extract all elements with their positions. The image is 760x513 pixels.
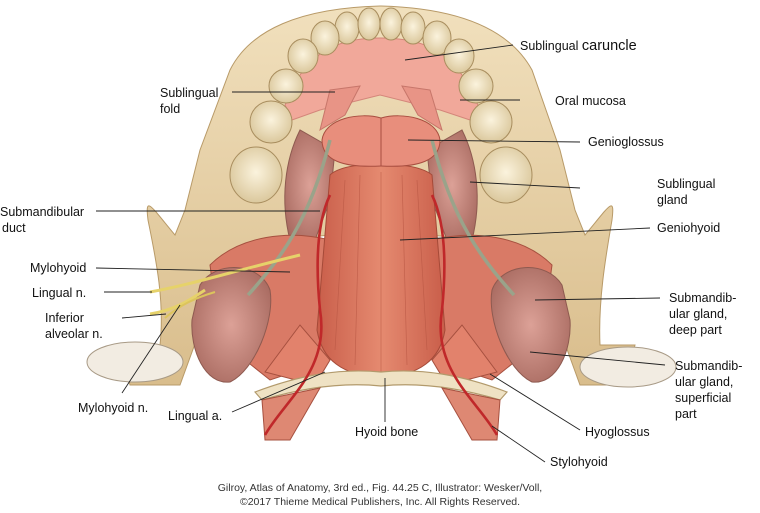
label-lingual-nerve: Lingual n.	[32, 286, 86, 300]
label-sublingual-gland-1: Sublingual	[657, 177, 715, 191]
label-stylohyoid: Stylohyoid	[550, 455, 608, 469]
label-sublingual-fold-2: fold	[160, 102, 180, 116]
label-submandibular-deep-2: ular gland,	[669, 307, 727, 321]
inferior-alveolar-nerve	[149, 288, 206, 316]
label-mylohyoid: Mylohyoid	[30, 261, 86, 275]
teeth	[229, 7, 533, 204]
label-hyoglossus: Hyoglossus	[585, 425, 650, 439]
submandibular-duct-right	[430, 139, 516, 297]
label-genioglossus: Genioglossus	[588, 135, 664, 149]
label-sublingual-caruncle: Sublingual caruncle	[520, 38, 637, 54]
sublingual-fold-left	[319, 85, 361, 132]
label-submandibular-sup-1: Submandib-	[675, 359, 742, 373]
lingual-nerve	[149, 253, 301, 294]
label-inferior-alveolar-1: Inferior	[45, 311, 84, 325]
label-mylohyoid-nerve: Mylohyoid n.	[78, 401, 148, 415]
label-submandibular-sup-4: part	[675, 407, 697, 421]
stylohyoid-left	[261, 387, 321, 441]
geniohyoid-fibres	[334, 172, 428, 372]
submandibular-duct-left	[246, 139, 332, 297]
label-submandibular-deep-3: deep part	[669, 323, 722, 337]
credit-line-1: Gilroy, Atlas of Anatomy, 3rd ed., Fig. …	[218, 482, 542, 494]
label-sublingual-gland-2: gland	[657, 193, 688, 207]
label-submandibular-sup-3: superficial	[675, 391, 731, 405]
leader-lines	[95, 44, 666, 463]
label-hyoid-bone: Hyoid bone	[355, 425, 418, 439]
sublingual-fold-right	[401, 85, 443, 132]
right-condyle	[579, 346, 677, 388]
label-oral-mucosa: Oral mucosa	[555, 94, 626, 108]
label-submandibular-duct-1: Submandibular	[0, 205, 84, 219]
label-inferior-alveolar-2: alveolar n.	[45, 327, 103, 341]
mylohyoid-nerve	[164, 291, 216, 319]
label-submandibular-duct-2: duct	[2, 221, 26, 235]
submandibular-gland-right	[490, 267, 571, 383]
lingual-artery-right	[430, 194, 499, 436]
label-geniohyoid: Geniohyoid	[657, 221, 720, 235]
credit-line-2: ©2017 Thieme Medical Publishers, Inc. Al…	[240, 496, 520, 508]
lingual-artery-left	[263, 194, 332, 436]
label-submandibular-deep-1: Submandib-	[669, 291, 736, 305]
stylohyoid-right	[441, 387, 501, 441]
label-sublingual-fold-1: Sublingual	[160, 86, 218, 100]
label-submandibular-sup-2: ular gland,	[675, 375, 733, 389]
submandibular-gland-left	[191, 267, 272, 383]
label-lingual-artery: Lingual a.	[168, 409, 222, 423]
left-condyle	[86, 341, 184, 383]
